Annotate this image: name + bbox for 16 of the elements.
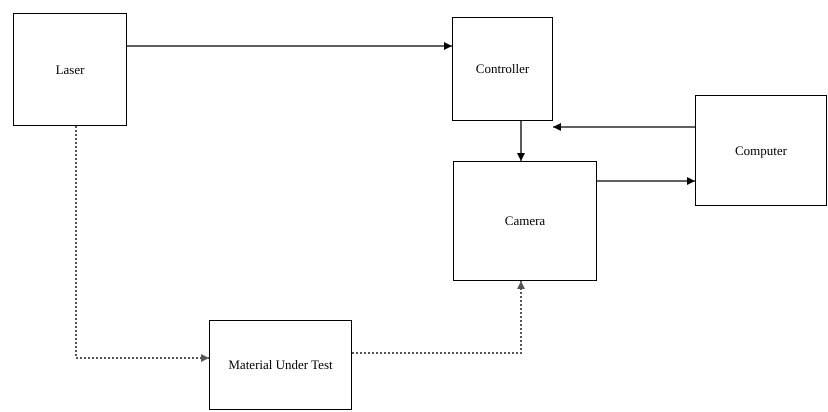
arrow (127, 42, 452, 50)
dotted-arrow (75, 126, 209, 362)
process-box (695, 95, 827, 206)
process-box (452, 17, 553, 121)
process-box (13, 13, 127, 126)
box-label: Computer (735, 142, 787, 158)
process-box (453, 161, 597, 281)
arrow (517, 121, 525, 161)
arrow (553, 123, 695, 131)
box-label: Material Under Test (228, 357, 333, 373)
arrow (597, 177, 695, 185)
process-box (209, 320, 352, 410)
box-label: Controller (476, 61, 530, 77)
dotted-arrow (352, 281, 525, 354)
box-label: Camera (504, 213, 546, 229)
box-label: Laser (56, 62, 84, 78)
